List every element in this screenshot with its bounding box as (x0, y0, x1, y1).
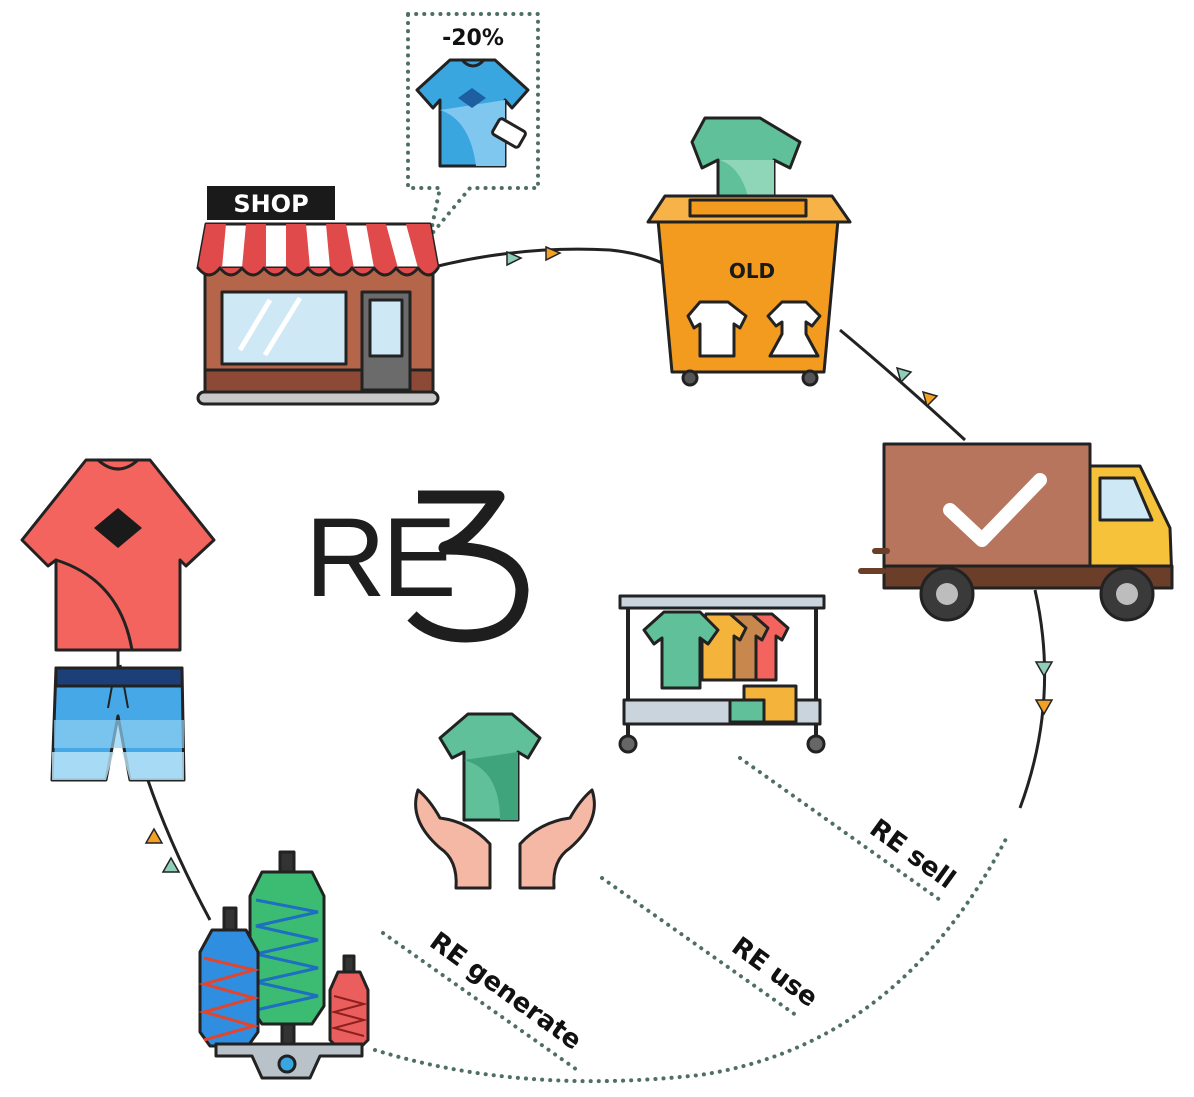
clothing-rack-icon (618, 594, 826, 754)
logo-re: RE (305, 495, 453, 620)
regenerate-label: RE generate (424, 926, 587, 1056)
dotted-callout (406, 12, 540, 238)
delivery-truck-icon (858, 442, 1174, 622)
arrow-teal-2 (895, 366, 913, 384)
cycle-arrows (144, 245, 1054, 873)
spinning-machine-icon (198, 850, 370, 1080)
old-clothes-bin-icon: OLD (646, 116, 852, 387)
arrow-teal-1 (506, 250, 523, 267)
shirt-and-shorts-icon (20, 458, 216, 782)
arrow-teal-3 (1034, 661, 1054, 678)
discounted-shirt-icon: -20% (415, 26, 530, 168)
shop-sign: SHOP (233, 190, 308, 218)
logo-mark: 3 (0, 0, 1, 1)
bin-label: OLD (729, 259, 775, 283)
shop-icon: SHOP (196, 186, 440, 406)
arrow-orange-3 (1034, 699, 1054, 716)
re3-logo: RE 3 (0, 0, 529, 643)
hands-holding-shirt-icon (414, 712, 596, 890)
dotted-regenerate (381, 931, 582, 1074)
arrow-teal-4 (161, 856, 181, 873)
logo-three (407, 490, 529, 643)
arrow-orange-1 (545, 245, 562, 262)
dotted-lines (373, 12, 1010, 1084)
dotted-reuse (600, 876, 802, 1020)
arrow-orange-2 (921, 390, 939, 408)
resell-label: RE sell (864, 813, 961, 895)
arrow-orange-4 (144, 827, 164, 844)
dotted-resell (738, 756, 942, 902)
discount-label: -20% (442, 26, 504, 51)
